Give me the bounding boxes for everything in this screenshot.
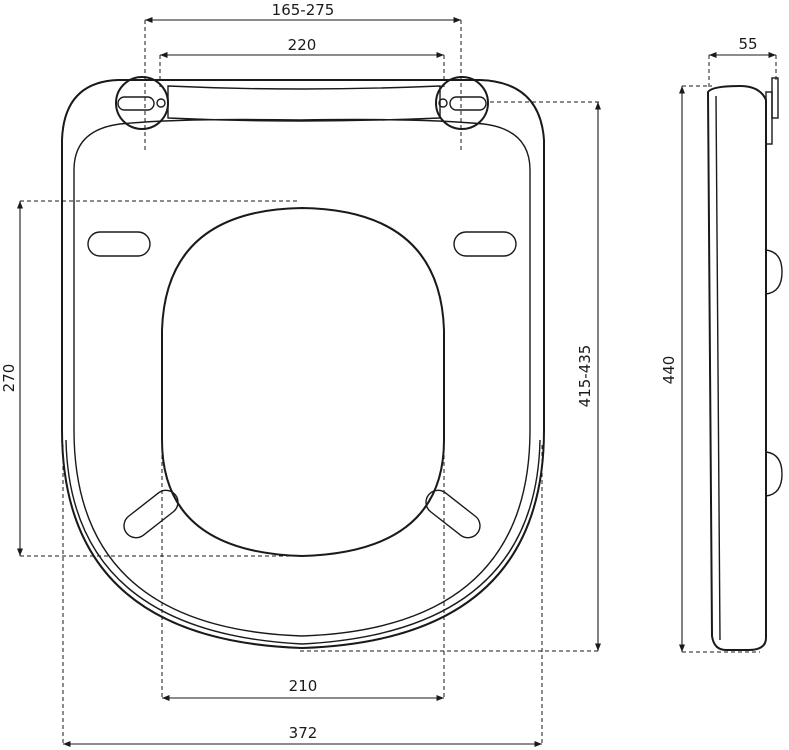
bumper-right-top xyxy=(453,231,517,257)
seat-inner-rim xyxy=(73,118,531,637)
dim-opening-length: 270 xyxy=(0,200,300,557)
dim-label-hinge-spacing: 165-275 xyxy=(272,1,335,19)
side-inner-line xyxy=(715,95,721,641)
side-outline xyxy=(707,85,767,651)
seat-side-view xyxy=(707,77,783,651)
dim-label-side-depth: 55 xyxy=(738,35,757,53)
dim-label-opening-length: 270 xyxy=(0,364,18,393)
side-bumper-bottom xyxy=(765,451,783,497)
inner-opening xyxy=(161,207,445,557)
seat-bottom-edge xyxy=(65,439,541,645)
hinge-left xyxy=(115,76,169,130)
dim-overall-width: 372 xyxy=(62,445,543,748)
dim-label-overall-width: 372 xyxy=(289,724,318,742)
dim-label-seat-length: 415-435 xyxy=(576,345,594,408)
dim-seat-length: 415-435 xyxy=(300,101,602,652)
dim-hinge-inner: 220 xyxy=(159,36,445,90)
dim-opening-width: 210 xyxy=(161,420,445,702)
bumper-left-bottom xyxy=(123,489,179,539)
side-bumper-top xyxy=(765,249,783,295)
dim-label-side-length: 440 xyxy=(660,356,678,385)
seat-front-view xyxy=(61,76,545,649)
hinge-strip xyxy=(167,85,441,122)
bumper-right-bottom xyxy=(425,489,481,539)
side-hinge-post xyxy=(771,77,779,119)
dim-label-opening-width: 210 xyxy=(289,677,318,695)
dim-label-hinge-inner: 220 xyxy=(288,36,317,54)
hinge-right xyxy=(435,76,489,130)
dim-side-length: 440 xyxy=(660,85,760,653)
bumper-left-top xyxy=(87,231,151,257)
dim-hinge-spacing: 165-275 xyxy=(144,1,462,150)
seat-outer-outline xyxy=(61,79,545,649)
dim-side-depth: 55 xyxy=(708,35,777,90)
